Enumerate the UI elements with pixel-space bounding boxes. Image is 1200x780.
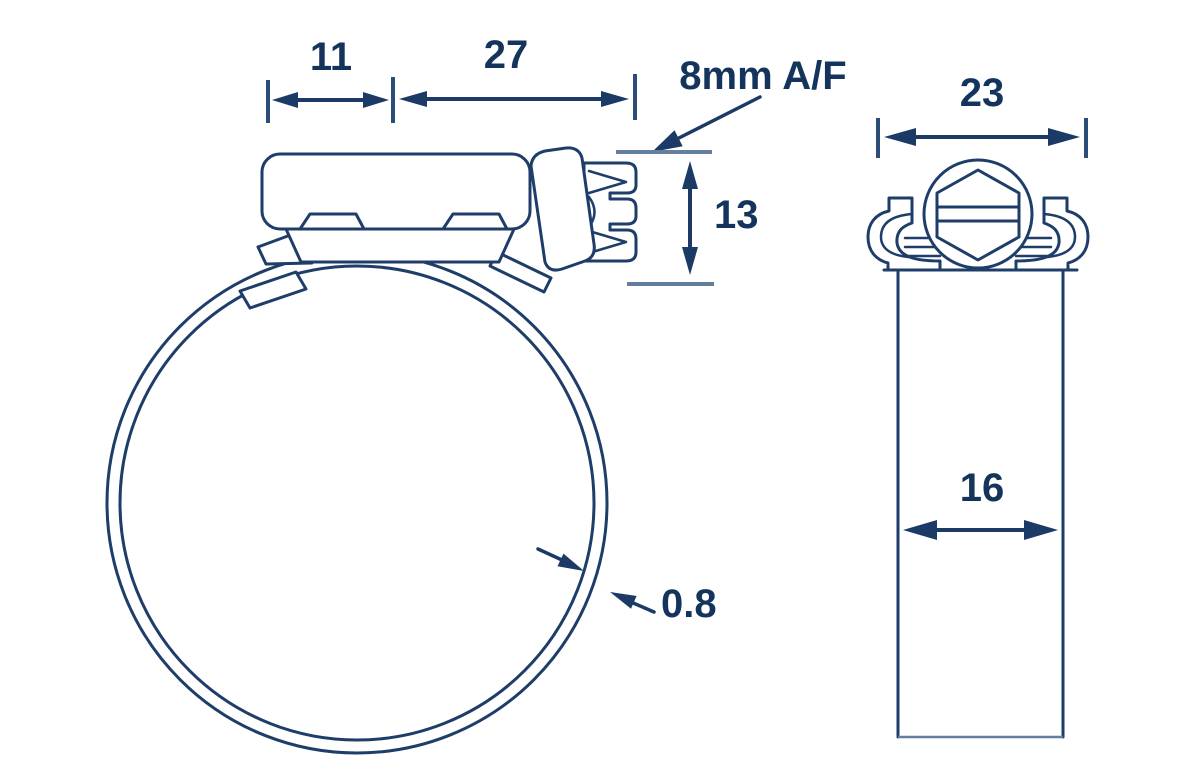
screw-head-chamfer-bottom <box>587 229 628 255</box>
callout-band-thickness: 0.8 <box>536 547 717 626</box>
dimension-27: 27 <box>399 33 637 120</box>
dim-label-band-width: 16 <box>960 466 1005 510</box>
band-inner-circle <box>118 264 596 742</box>
housing-tab-right <box>441 212 509 231</box>
dim-label-housing-length: 27 <box>484 33 529 77</box>
dim-label-head-width: 23 <box>960 71 1005 115</box>
dim-label-head-height: 13 <box>714 193 759 237</box>
end-view: 23 16 <box>866 71 1090 739</box>
dim-label-band-tail: 11 <box>310 35 352 79</box>
dimension-16: 16 <box>903 466 1058 540</box>
wing-right-inner-line <box>1042 212 1077 259</box>
dimension-23: 23 <box>876 71 1088 158</box>
side-view: 11 27 8mm A/F <box>105 33 847 755</box>
dimension-13: 13 <box>616 150 759 286</box>
housing-collar <box>529 146 596 272</box>
housing-tab-left <box>298 212 366 231</box>
band-loop <box>105 251 609 755</box>
band-outer-circle <box>105 251 609 755</box>
wing-left-inner-line <box>879 212 914 259</box>
dim-label-screw-hex: 8mm A/F <box>679 54 846 98</box>
dim-label-band-thickness: 0.8 <box>661 582 717 626</box>
screw-head-profile <box>582 161 638 263</box>
screw-head-chamfer-top <box>587 169 628 195</box>
band-free-end-tab <box>238 270 308 310</box>
callout-8mm-af: 8mm A/F <box>652 54 847 152</box>
screw-hex <box>935 168 1021 262</box>
dimension-11: 11 <box>266 35 395 123</box>
housing-saddle <box>284 227 516 264</box>
band-front <box>882 268 1079 739</box>
